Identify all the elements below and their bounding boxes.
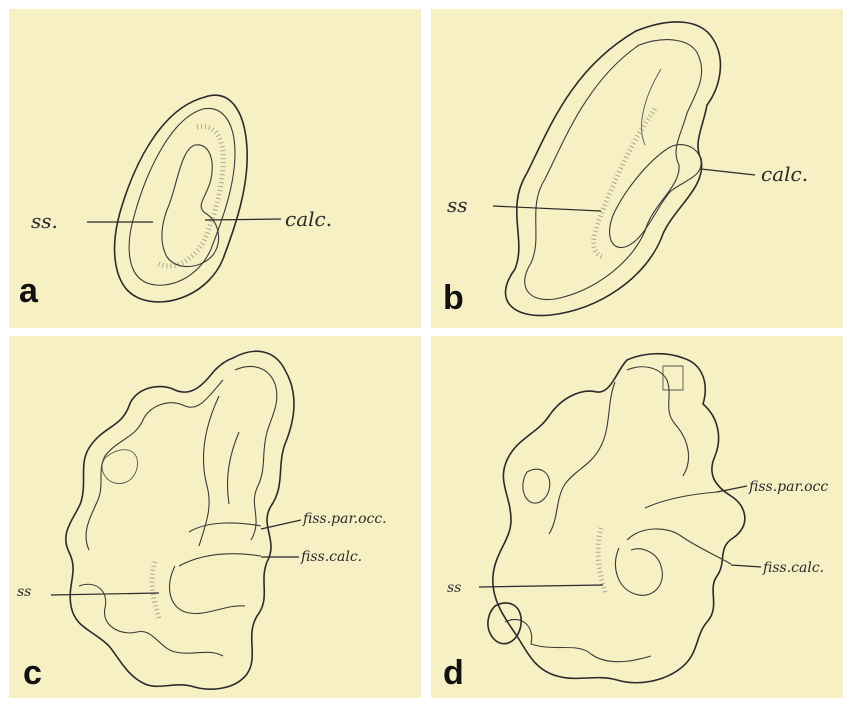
left-blob: [488, 603, 521, 644]
ss-line: [479, 585, 603, 587]
panel-letter-d: d: [443, 656, 464, 690]
section-outline: [493, 354, 745, 683]
fiss-calc-line: [731, 565, 761, 567]
calcarine-fissure: [179, 554, 261, 566]
panel-b-drawing: ss calc.: [431, 9, 843, 328]
par-occ-fissure: [645, 492, 717, 508]
sulcus-2: [227, 432, 239, 504]
panel-letter-a: a: [19, 274, 38, 308]
label-calc: calc.: [761, 162, 808, 186]
label-ss: ss: [447, 193, 468, 217]
panel-letter-c: c: [23, 656, 42, 690]
label-ss: ss: [447, 580, 461, 596]
label-fiss-par-occ: fiss.par.occ.: [302, 511, 387, 527]
medial-wall-line: [642, 69, 661, 145]
panel-letter-b: b: [443, 281, 464, 315]
cortex-stipple: [598, 528, 605, 592]
calc-line: [205, 219, 281, 220]
panel-c-drawing: ss fiss.par.occ. fiss.calc.: [9, 336, 421, 698]
par-occ-fissure: [189, 523, 261, 532]
calcarine-fold: [627, 529, 731, 564]
gyrus-loop-1: [102, 450, 138, 484]
panel-c: ss fiss.par.occ. fiss.calc. c: [9, 336, 421, 698]
gyrus-left: [523, 469, 550, 503]
calc-line: [701, 169, 755, 175]
panel-d: ss fiss.par.occ fiss.calc. d: [431, 336, 843, 698]
lower-gyri: [505, 619, 651, 661]
panel-d-drawing: ss fiss.par.occ fiss.calc.: [431, 336, 843, 698]
gyri-inner-1: [627, 367, 689, 476]
calcarine-fold: [610, 145, 702, 248]
calcarine-inner: [616, 548, 663, 595]
label-fiss-par-occ: fiss.par.occ: [748, 479, 828, 495]
section-outline: [66, 351, 294, 689]
label-fiss-calc: fiss.calc.: [300, 549, 362, 565]
panel-a-drawing: ss. calc.: [9, 9, 421, 328]
gyri-inner-2: [86, 380, 223, 550]
gyri-inner-1: [235, 366, 277, 540]
cortex-stipple: [594, 109, 655, 257]
ss-line: [493, 206, 601, 211]
label-fiss-calc: fiss.calc.: [762, 560, 824, 576]
fold-lower: [170, 566, 245, 614]
label-ss: ss.: [31, 209, 58, 233]
lower-gyri: [79, 584, 223, 656]
label-ss: ss: [17, 584, 31, 600]
panel-b: ss calc. b: [431, 9, 843, 328]
panel-a: ss. calc. a: [9, 9, 421, 328]
calcarine-fold: [162, 145, 219, 267]
label-calc: calc.: [285, 207, 332, 231]
cortex-stipple: [152, 562, 159, 618]
section-inner-ring: [525, 40, 702, 300]
